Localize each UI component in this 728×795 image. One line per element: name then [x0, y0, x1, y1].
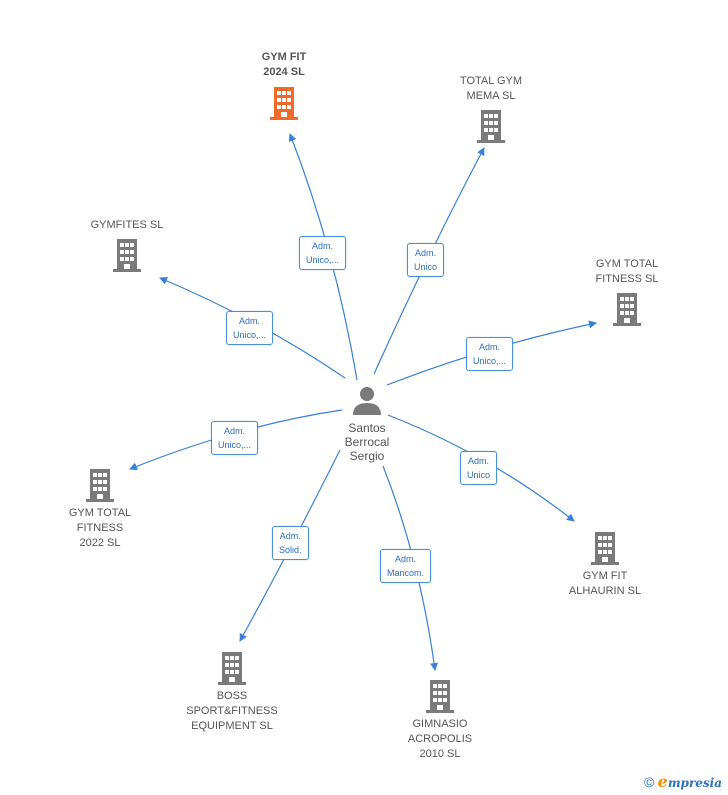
company-name: GYMFITES SL — [90, 219, 164, 231]
building-icon — [270, 87, 298, 120]
copyright-icon: © — [644, 774, 655, 790]
company-name: GYM FIT ALHAURIN SL — [568, 570, 642, 597]
building-icon — [613, 293, 641, 326]
company-gymtotalfitness2022[interactable]: GYM TOTAL FITNESS 2022 SL — [35, 467, 165, 551]
company-name: GYM FIT 2024 SL — [261, 51, 307, 78]
company-name: GIMNASIO ACROPOLIS 2010 SL — [407, 718, 473, 760]
company-gymfitalhaurin[interactable]: GYM FIT ALHAURIN SL — [540, 530, 670, 599]
building-icon — [591, 532, 619, 565]
role-label-gymfit2024[interactable]: Adm. Unico,... — [299, 236, 347, 270]
company-gimnasioacropolis[interactable]: GIMNASIO ACROPOLIS 2010 SL — [375, 678, 505, 762]
building-icon — [113, 239, 141, 272]
footer-brand: © empresia — [644, 772, 722, 791]
person-icon — [353, 387, 381, 415]
role-label-gymtotalfitness[interactable]: Adm. Unico,... — [466, 337, 514, 371]
company-name: GYM TOTAL FITNESS 2022 SL — [68, 507, 132, 549]
building-icon — [426, 680, 454, 713]
company-gymfites[interactable]: GYMFITES SL — [62, 218, 192, 273]
role-label-gimnasioacropolis[interactable]: Adm. Mancom. — [380, 549, 432, 583]
company-name: TOTAL GYM MEMA SL — [459, 75, 523, 102]
role-label-totalgymmema[interactable]: Adm. Unico — [407, 243, 445, 277]
company-bossfitness[interactable]: BOSS SPORT&FITNESS EQUIPMENT SL — [167, 650, 297, 734]
building-icon — [86, 469, 114, 502]
role-label-bossfitness[interactable]: Adm. Solid. — [272, 526, 309, 560]
person-node[interactable]: Santos Berrocal Sergio — [322, 385, 412, 463]
role-label-gymfites[interactable]: Adm. Unico,... — [226, 311, 274, 345]
company-name: GYM TOTAL FITNESS SL — [595, 258, 659, 285]
building-icon — [218, 652, 246, 685]
empresia-logo: empresia — [657, 772, 722, 791]
company-gymtotalfitness[interactable]: GYM TOTAL FITNESS SL — [562, 257, 692, 327]
role-label-gymtotalfitness2022[interactable]: Adm. Unico,... — [211, 421, 259, 455]
person-name: Santos Berrocal Sergio — [344, 421, 390, 463]
role-label-gymfitalhaurin[interactable]: Adm. Unico — [460, 451, 498, 485]
building-icon — [477, 110, 505, 143]
company-name: BOSS SPORT&FITNESS EQUIPMENT SL — [186, 690, 278, 732]
company-totalgymmema[interactable]: TOTAL GYM MEMA SL — [426, 74, 556, 144]
company-gymfit2024[interactable]: GYM FIT 2024 SL — [219, 50, 349, 121]
